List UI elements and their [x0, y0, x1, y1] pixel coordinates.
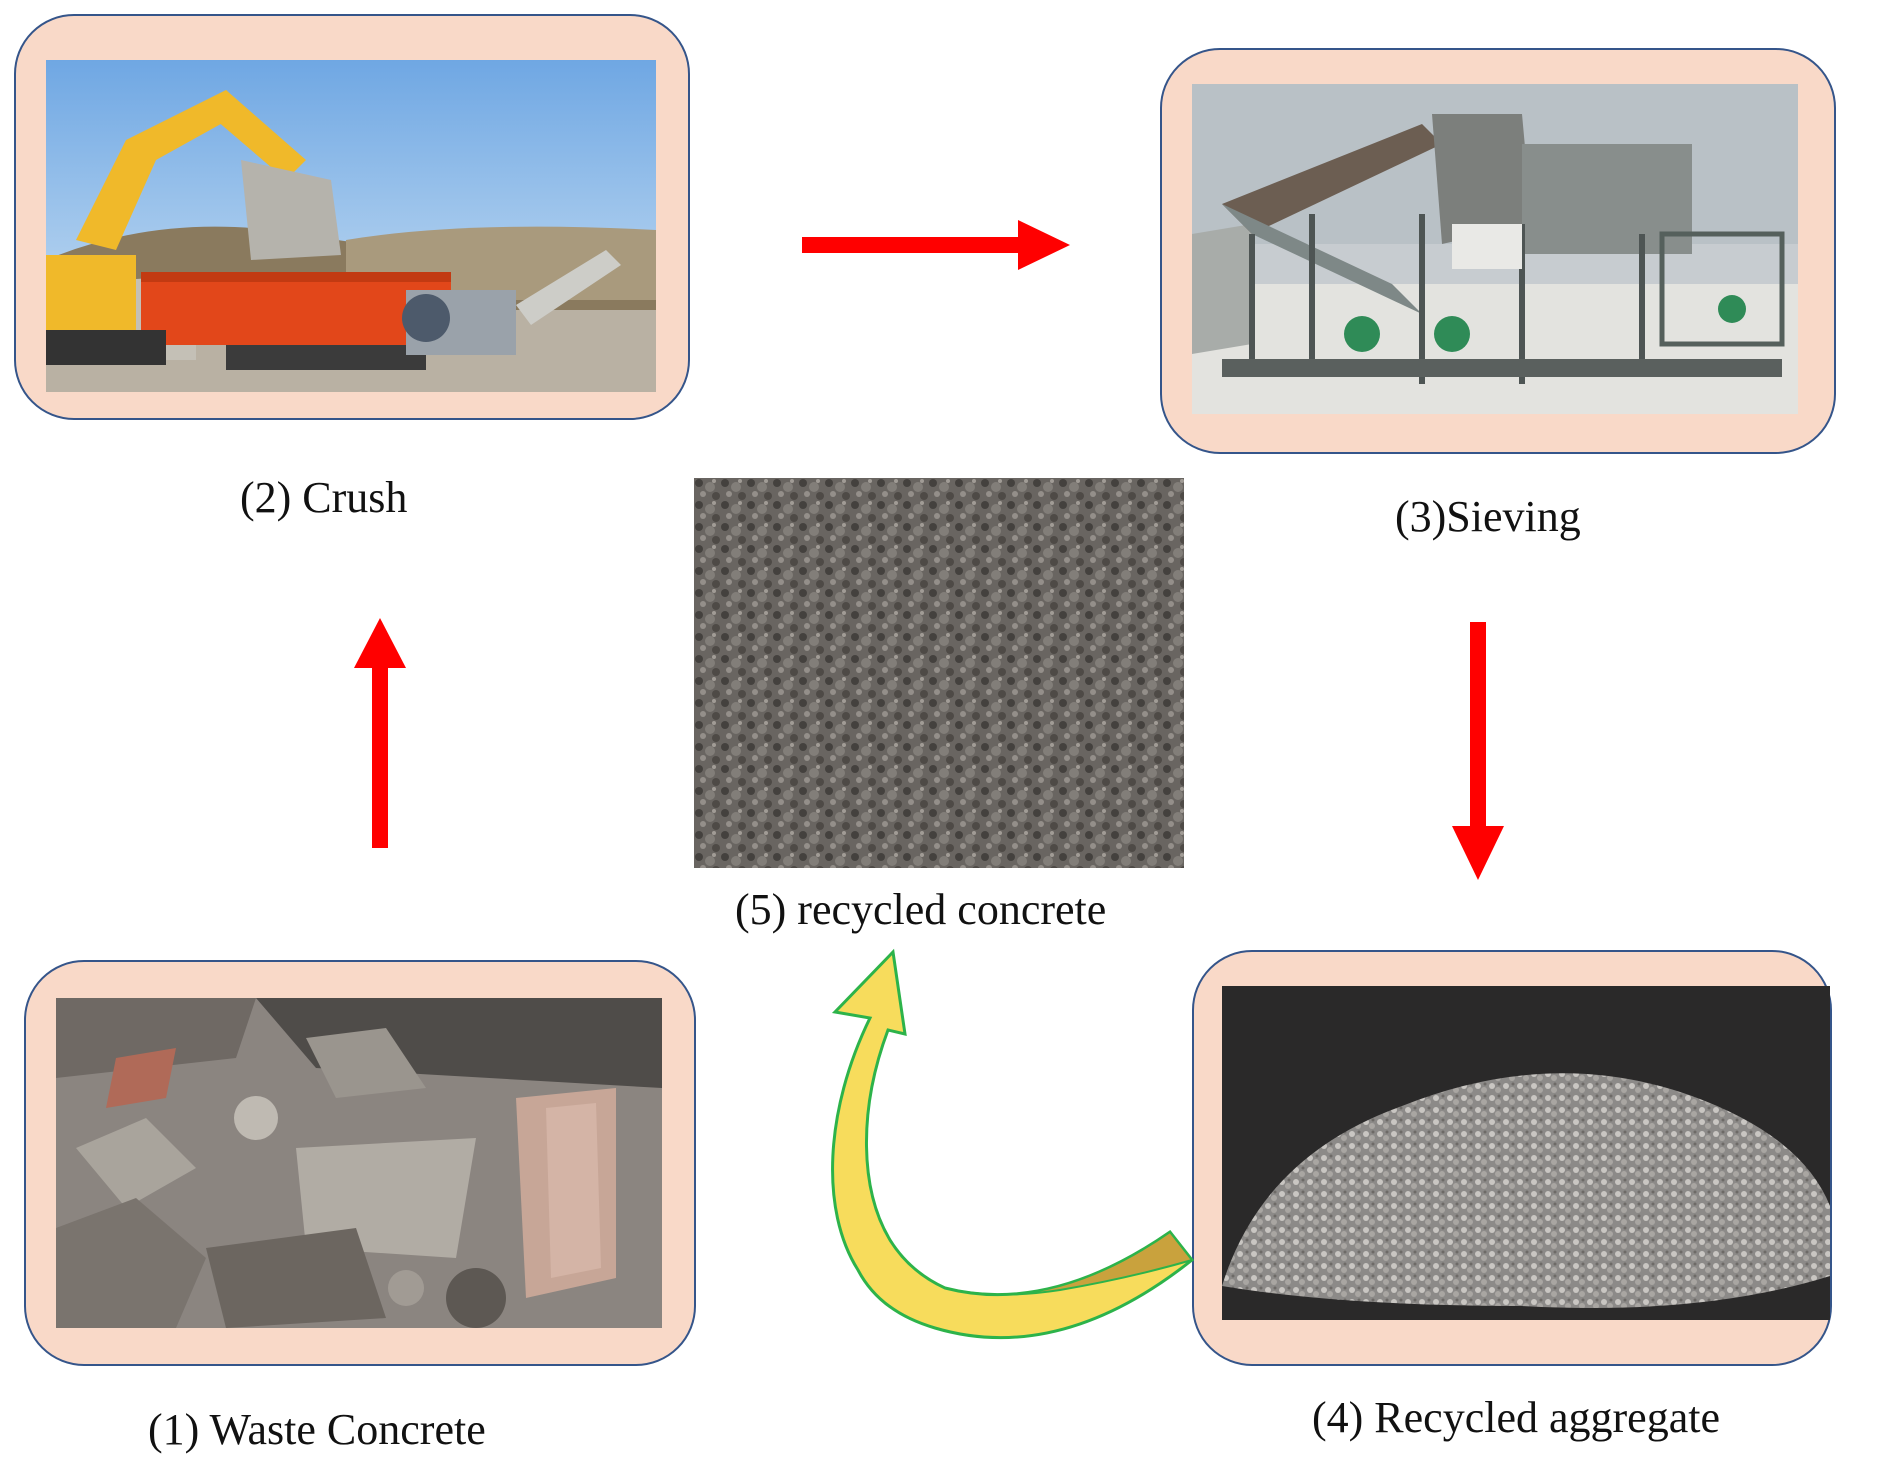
arrow-right-step2-to-step3 [802, 220, 1070, 270]
arrow-up-step1-to-step2 [354, 618, 406, 848]
curved-arrow-step4-to-step5 [831, 948, 1195, 1340]
step2-caption: (2) Crush [240, 473, 408, 522]
sieving-machine-photo [1192, 84, 1798, 414]
recycled-concrete-texture-photo [694, 478, 1184, 868]
step4-caption: (4) Recycled aggregate [1312, 1393, 1720, 1442]
aggregate-pile-photo [1222, 986, 1830, 1320]
arrow-down-step3-to-step4 [1452, 622, 1504, 880]
crusher-excavator-photo [46, 60, 656, 392]
rubble-photo [56, 998, 662, 1328]
step3-caption: (3)Sieving [1395, 492, 1581, 541]
step5-caption: (5) recycled concrete [735, 885, 1107, 934]
step1-caption: (1) Waste Concrete [148, 1405, 486, 1454]
